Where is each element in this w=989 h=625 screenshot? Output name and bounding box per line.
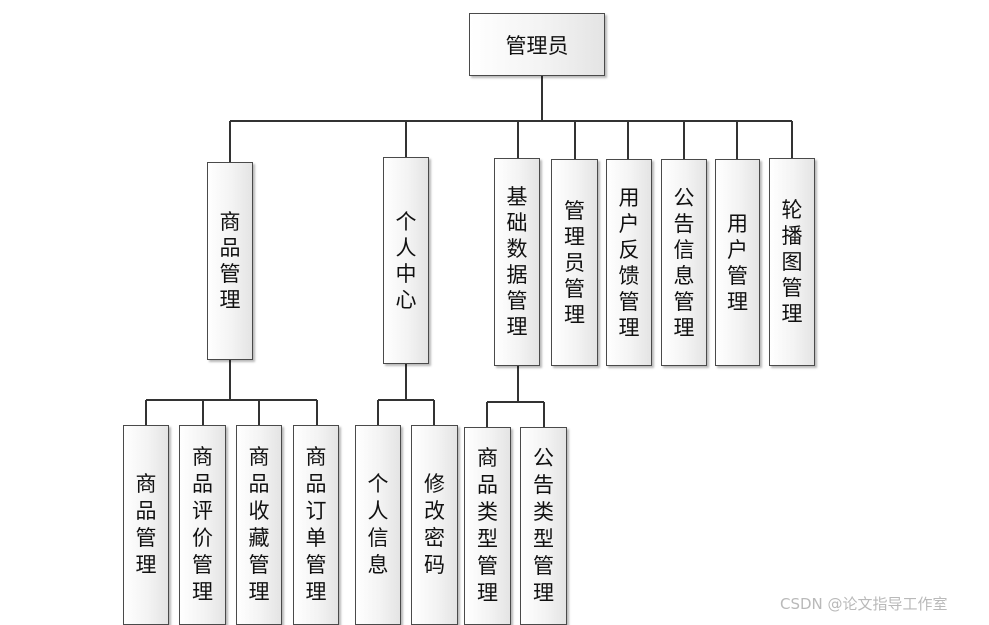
node-goods-management: 商品管理: [207, 162, 253, 360]
node-label: 个人中心: [395, 209, 417, 312]
node-change-password: 修改密码: [411, 425, 458, 625]
node-goods-item-management: 商品管理: [123, 425, 169, 625]
node-label: 管理员管理: [563, 198, 585, 327]
node-label: 商品类型管理: [476, 446, 498, 605]
node-base-data-management: 基础数据管理: [494, 158, 540, 366]
watermark-text: CSDN @论文指导工作室: [780, 595, 948, 613]
node-label: 基础数据管理: [506, 185, 528, 339]
node-label: 轮播图管理: [781, 198, 803, 326]
root-node-admin: 管理员: [469, 13, 605, 76]
node-label: 公告信息管理: [673, 185, 695, 340]
root-node-label: 管理员: [505, 33, 569, 58]
node-goods-review-management: 商品评价管理: [179, 425, 226, 625]
node-goods-type-management: 商品类型管理: [464, 427, 511, 625]
node-personal-info: 个人信息: [355, 425, 401, 625]
node-label: 商品收藏管理: [248, 445, 270, 604]
node-label: 用户管理: [726, 211, 748, 314]
node-label: 商品订单管理: [305, 445, 327, 604]
node-user-management: 用户管理: [715, 159, 760, 366]
node-label: 商品评价管理: [191, 445, 213, 604]
node-notice-management: 公告信息管理: [661, 159, 707, 366]
node-admin-management: 管理员管理: [551, 159, 598, 366]
node-carousel-management: 轮播图管理: [769, 158, 815, 366]
node-goods-favorite-management: 商品收藏管理: [236, 425, 282, 625]
node-label: 商品管理: [135, 472, 157, 577]
node-label: 公告类型管理: [532, 446, 554, 605]
node-goods-order-management: 商品订单管理: [293, 425, 339, 625]
node-feedback-management: 用户反馈管理: [606, 159, 652, 366]
node-label: 修改密码: [423, 472, 445, 577]
node-label: 个人信息: [367, 472, 389, 577]
node-notice-type-management: 公告类型管理: [520, 427, 567, 625]
node-label: 商品管理: [219, 210, 241, 312]
node-label: 用户反馈管理: [618, 185, 640, 340]
node-personal-center: 个人中心: [383, 157, 429, 364]
